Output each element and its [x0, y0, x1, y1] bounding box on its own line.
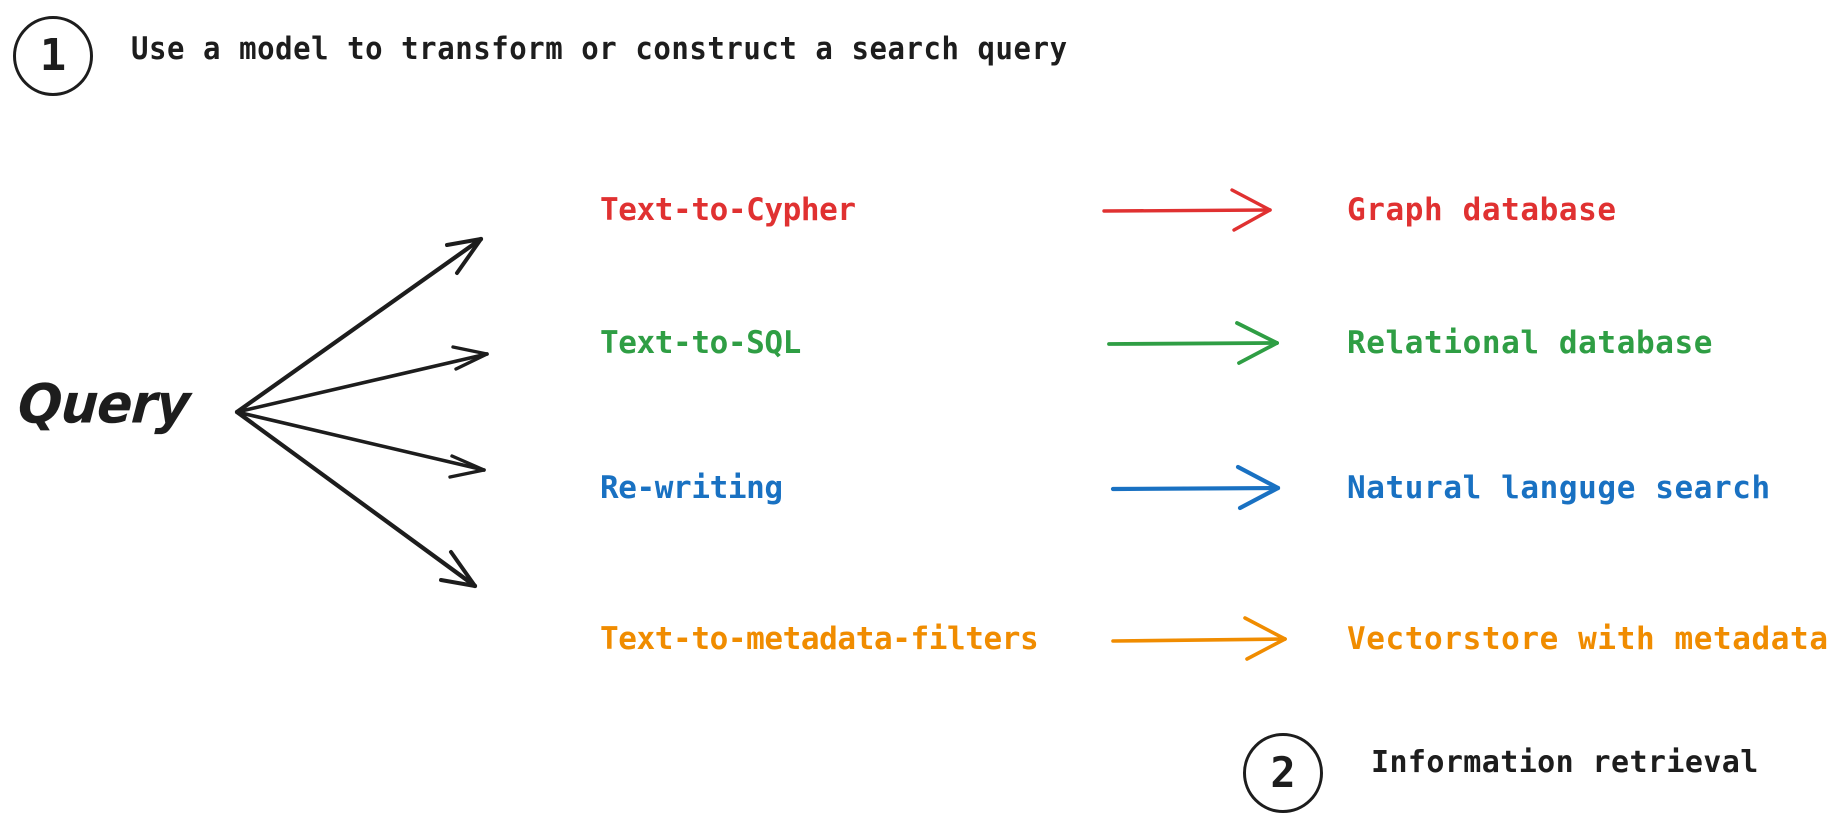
branch-method-label-2: Text-to-SQL: [600, 325, 801, 361]
connector-arrow-red: [1102, 188, 1272, 232]
branch-method-label-3: Re-writing: [600, 470, 783, 506]
connector-arrow-green: [1107, 321, 1279, 365]
branch-method-label-4: Text-to-metadata-filters: [600, 621, 1039, 657]
step-1-title: Use a model to transform or construct a …: [131, 31, 1068, 67]
branch-method-label-1: Text-to-Cypher: [600, 192, 856, 228]
step-number-badge-2: 2: [1243, 733, 1323, 813]
fan-arrow-2: [235, 345, 489, 414]
fan-arrow-4: [234, 409, 478, 589]
connector-arrow-blue: [1110, 464, 1281, 511]
step-2-title: Information retrieval: [1371, 745, 1759, 780]
query-source-label: Query: [15, 373, 192, 437]
branch-target-label-1: Graph database: [1347, 192, 1617, 228]
fan-arrow-group: [234, 236, 489, 589]
fan-arrow-3: [235, 410, 486, 479]
branch-target-label-4: Vectorstore with metadata: [1347, 621, 1829, 657]
fan-arrow-1: [234, 236, 484, 415]
step-number-badge-1: 1: [13, 16, 93, 96]
branch-target-label-3: Natural languge search: [1347, 470, 1771, 506]
branch-target-label-2: Relational database: [1347, 325, 1714, 361]
connector-arrow-orange: [1111, 616, 1287, 661]
